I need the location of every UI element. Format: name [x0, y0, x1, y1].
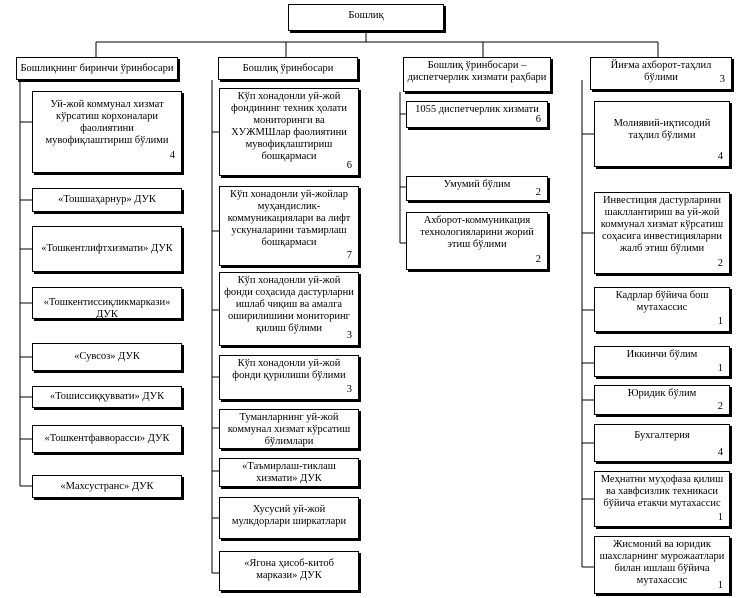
- column-head-label: Бошлиқ ўринбосари: [242, 63, 334, 74]
- column-head-first-deputy: Бошлиқнинг биринчи ўринбосари: [16, 57, 178, 80]
- org-unit-label: Инвестиция дастурларини шакллантириш ва …: [600, 195, 724, 254]
- org-unit: Кўп хонадонли уй-жой фонди қурилиши бўли…: [219, 355, 359, 400]
- org-unit-label: Иккинчи бўлим: [626, 349, 698, 360]
- org-unit: «Тошкентиссиқликмаркази» ДУК: [32, 287, 182, 320]
- org-unit: «Тошкентфавворасси» ДУК: [32, 425, 182, 453]
- org-unit-label: Бухгалтерия: [634, 430, 690, 441]
- org-unit-label: «Махсустранс» ДУК: [60, 481, 154, 492]
- org-unit-label: «Тошшаҳарнур» ДУК: [58, 194, 156, 205]
- org-unit: Инвестиция дастурларини шакллантириш ва …: [594, 192, 730, 274]
- column-head-deputy: Бошлиқ ўринбосари: [218, 57, 358, 80]
- org-unit-label: Меҳнатни муҳофаза қилиш ва хавфсизлик те…: [600, 474, 724, 509]
- org-unit: Уй-жой коммунал хизмат кўрсатиш корхонал…: [32, 91, 182, 173]
- staff-count: 1: [717, 363, 723, 374]
- org-unit-label: Кўп хонадонли уй-жой фондининг техник ҳо…: [231, 91, 347, 162]
- root-box: Бошлиқ: [288, 4, 444, 31]
- org-unit-label: Туманларнинг уй-жой коммунал хизмат кўрс…: [227, 412, 351, 447]
- staff-count: 4: [169, 150, 175, 161]
- staff-count: 3: [346, 384, 352, 395]
- staff-count: 1: [717, 512, 723, 523]
- org-unit: Меҳнатни муҳофаза қилиш ва хавфсизлик те…: [594, 471, 730, 527]
- org-unit-label: «Тошкентиссиқликмаркази» ДУК: [43, 297, 171, 320]
- org-unit: Иккинчи бўлим 1: [594, 346, 730, 377]
- org-unit-label: Кадрлар бўйича бош мутахассис: [615, 290, 709, 313]
- org-unit: «Сувсоз» ДУК: [32, 343, 182, 371]
- org-unit: Хусусий уй-жой мулкдорлари ширкатлари: [219, 497, 359, 539]
- org-unit-label: Ахборот-коммуникация технологияларини жо…: [420, 215, 534, 250]
- org-unit: Молиявий-иқтисодий таҳлил бўлими 4: [594, 101, 730, 167]
- org-unit-label: 1055 диспетчерлик хизмати: [415, 104, 539, 115]
- column-head-label: Бошлиқ ўринбосари – диспетчерлик хизмати…: [407, 60, 547, 83]
- staff-count: 6: [346, 160, 352, 171]
- org-unit-label: «Сувсоз» ДУК: [74, 351, 140, 362]
- column-head-label: Йиғма ахборот-таҳлил бўлими: [610, 60, 712, 83]
- org-unit-label: Кўп хонадонли уй-жой фонди соҳасида даст…: [224, 275, 354, 334]
- staff-count: 1: [717, 580, 723, 591]
- staff-count: 3: [719, 74, 725, 85]
- column-head-info-analysis: Йиғма ахборот-таҳлил бўлими 3: [590, 57, 732, 90]
- staff-count: 2: [535, 187, 541, 198]
- org-unit-label: «Таъмирлаш-тиклаш хизмати» ДУК: [242, 461, 336, 484]
- staff-count: 2: [535, 254, 541, 265]
- org-unit: Кадрлар бўйича бош мутахассис 1: [594, 287, 730, 332]
- org-unit-label: Умумий бўлим: [443, 179, 511, 190]
- staff-count: 1: [717, 316, 723, 327]
- staff-count: 4: [717, 447, 723, 458]
- org-unit: Кўп хонадонли уй-жой фонди соҳасида даст…: [219, 272, 359, 346]
- org-unit: Кўп хонадонли уй-жойлар муҳандислик-комм…: [219, 186, 359, 266]
- staff-count: 3: [346, 330, 352, 341]
- org-unit-label: Юридик бўлим: [627, 388, 697, 399]
- org-unit: «Тошиссиққуввати» ДУК: [32, 386, 182, 408]
- org-unit: «Ягона ҳисоб-китоб маркази» ДУК: [219, 551, 359, 591]
- org-unit: «Тошшаҳарнур» ДУК: [32, 188, 182, 212]
- staff-count: 4: [717, 151, 723, 162]
- org-unit-label: «Тошкентлифтхизмати» ДУК: [41, 243, 173, 254]
- org-unit-label: Жисмоний ва юридик шахсларнинг мурожаатл…: [599, 539, 725, 586]
- org-unit: Умумий бўлим 2: [406, 176, 548, 201]
- staff-count: 2: [717, 258, 723, 269]
- org-unit-label: Молиявий-иқтисодий таҳлил бўлими: [613, 118, 711, 141]
- org-unit: Бухгалтерия 4: [594, 424, 730, 462]
- org-unit: «Таъмирлаш-тиклаш хизмати» ДУК: [219, 458, 359, 487]
- org-unit: Жисмоний ва юридик шахсларнинг мурожаатл…: [594, 536, 730, 594]
- org-unit: Ахборот-коммуникация технологияларини жо…: [406, 212, 548, 270]
- org-unit-label: «Тошиссиққуввати» ДУК: [49, 391, 165, 402]
- org-unit-label: Кўп хонадонли уй-жойлар муҳандислик-комм…: [227, 189, 351, 248]
- org-unit: 1055 диспетчерлик хизмати 6: [406, 101, 548, 128]
- staff-count: 2: [717, 401, 723, 412]
- org-unit-label: Уй-жой коммунал хизмат кўрсатиш корхонал…: [45, 99, 169, 146]
- root-label: Бошлиқ: [348, 10, 384, 21]
- org-unit: Туманларнинг уй-жой коммунал хизмат кўрс…: [219, 409, 359, 449]
- org-unit: Кўп хонадонли уй-жой фондининг техник ҳо…: [219, 88, 359, 176]
- org-unit-label: Кўп хонадонли уй-жой фонди қурилиши бўли…: [232, 358, 346, 381]
- org-unit: Юридик бўлим 2: [594, 385, 730, 415]
- staff-count: 6: [535, 114, 541, 125]
- column-head-dispatch-deputy: Бошлиқ ўринбосари – диспетчерлик хизмати…: [403, 57, 551, 92]
- org-unit-label: «Тошкентфавворасси» ДУК: [44, 433, 170, 444]
- staff-count: 7: [346, 250, 352, 261]
- org-unit-label: «Ягона ҳисоб-китоб маркази» ДУК: [244, 558, 334, 581]
- org-unit-label: Хусусий уй-жой мулкдорлари ширкатлари: [231, 504, 347, 527]
- org-unit: «Тошкентлифтхизмати» ДУК: [32, 226, 182, 272]
- org-unit: «Махсустранс» ДУК: [32, 475, 182, 498]
- column-head-label: Бошлиқнинг биринчи ўринбосари: [20, 63, 174, 74]
